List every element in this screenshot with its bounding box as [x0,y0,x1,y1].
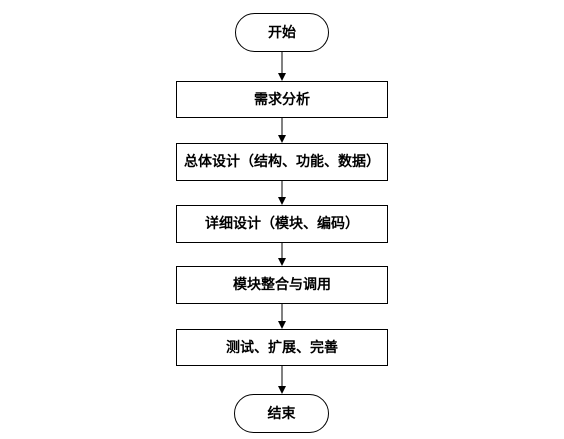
process-box-testing: 测试、扩展、完善 [176,329,388,366]
process-box-module-integration: 模块整合与调用 [176,266,388,304]
process-label-requirements-analysis: 需求分析 [254,91,310,108]
start-label: 开始 [268,24,296,41]
process-box-overall-design: 总体设计（结构、功能、数据） [176,143,388,181]
process-label-overall-design: 总体设计（结构、功能、数据） [184,154,380,170]
process-box-detailed-design: 详细设计（模块、编码） [176,205,388,243]
process-label-module-integration: 模块整合与调用 [233,277,331,293]
end-terminal: 结束 [234,394,329,433]
start-terminal: 开始 [235,13,329,52]
process-label-testing: 测试、扩展、完善 [226,339,338,356]
end-label: 结束 [267,405,296,422]
process-label-detailed-design: 详细设计（模块、编码） [205,216,359,232]
process-box-requirements-analysis: 需求分析 [176,81,388,118]
